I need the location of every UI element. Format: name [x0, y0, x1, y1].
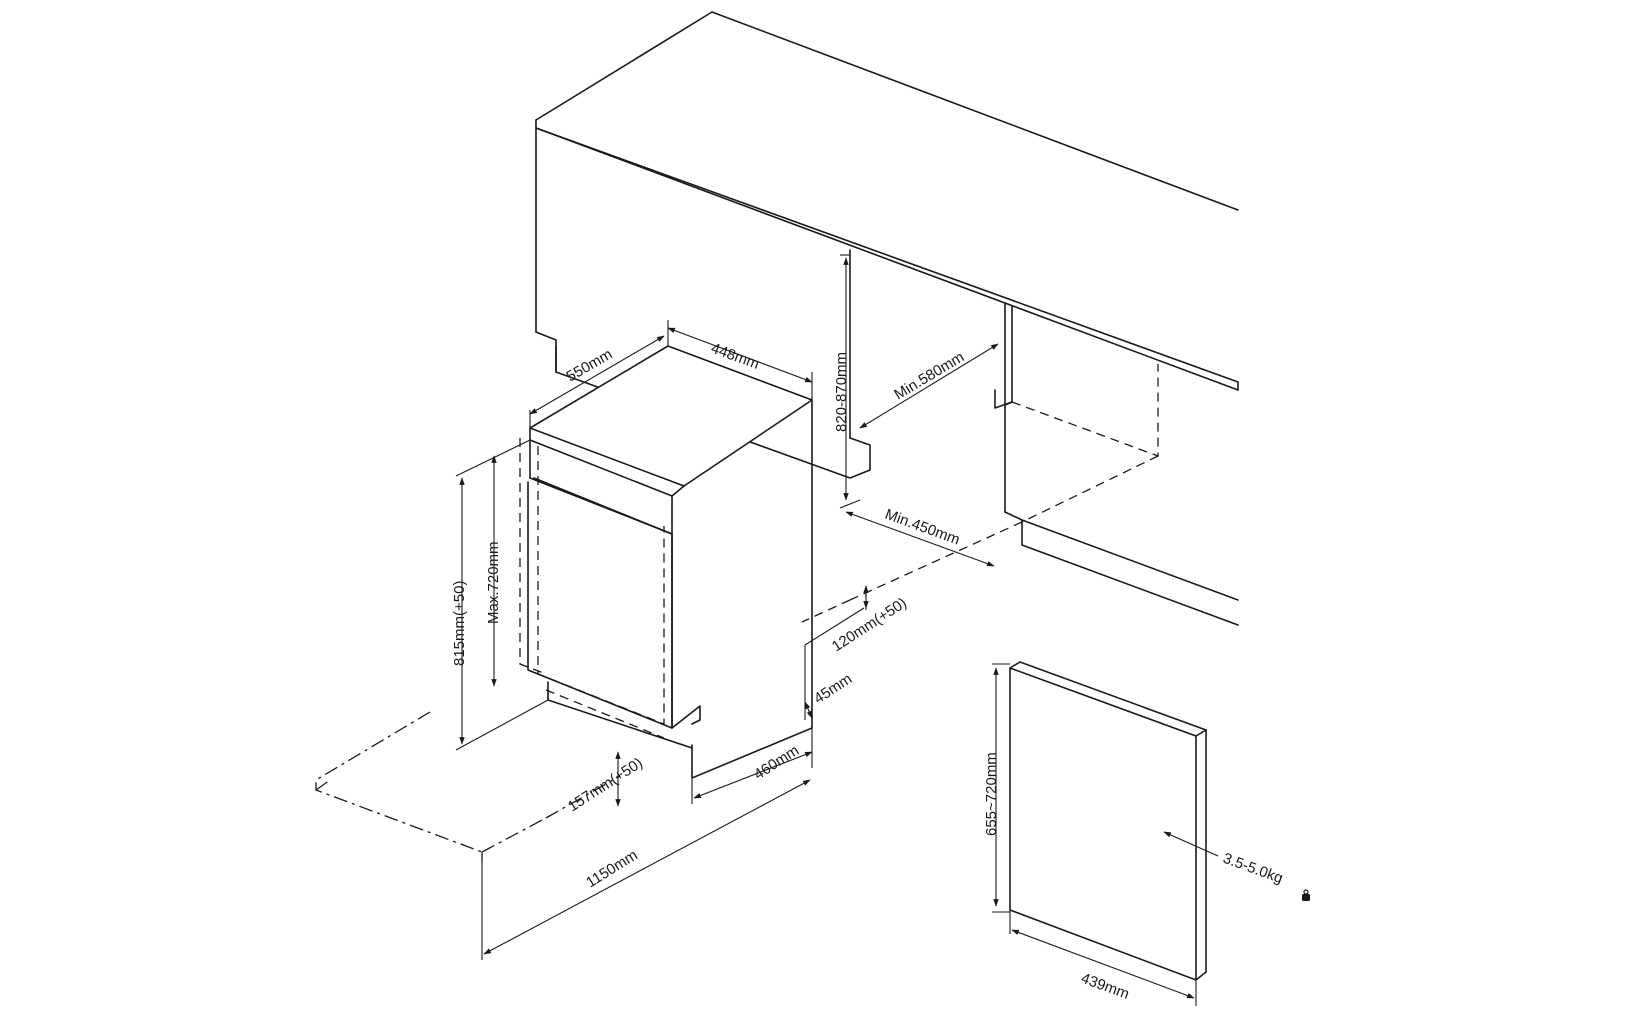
dishwasher-body [519, 345, 813, 779]
label-panel-width: 439mm [1079, 970, 1132, 1003]
dimensions [455, 254, 999, 960]
kitchen-cabinets [535, 11, 1239, 626]
label-815: 815mm(+50) [451, 581, 468, 666]
label-157: 157mm(+50) [565, 755, 646, 816]
weight-icon [1302, 889, 1310, 901]
label-min-450: Min.450mm [883, 506, 962, 549]
label-max-720: Max.720mm [485, 541, 502, 624]
label-panel-weight: 3.5-5.0kg [1221, 850, 1286, 887]
label-820-870: 820-870mm [833, 352, 850, 432]
floor-outline [315, 711, 621, 862]
label-1150: 1150mm [583, 847, 641, 892]
label-min-580: Min.580mm [891, 348, 967, 403]
label-120: 120mm(+50) [829, 595, 910, 656]
label-panel-height: 655~720mm [983, 752, 1000, 836]
label-460: 460mm [751, 742, 802, 784]
door-panel [992, 661, 1219, 1006]
label-45: 45mm [811, 670, 855, 707]
